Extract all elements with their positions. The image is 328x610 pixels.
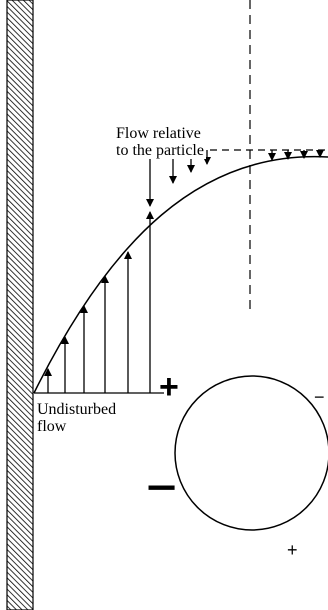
particle-circle	[174, 375, 328, 531]
wall	[6, 0, 34, 610]
undisturbed-line-2: flow	[37, 418, 67, 435]
flow-relative-line-2: to the particle	[116, 142, 204, 159]
plus-sign-bottom: +	[287, 540, 298, 560]
flow-relative-line-1: Flow relative	[116, 125, 201, 142]
undisturbed-flow-label: Undisturbed flow	[37, 401, 117, 435]
velocity-profile-curve	[33, 155, 328, 394]
plus-sign-left: +	[159, 368, 179, 406]
minus-sign-left: −	[146, 466, 177, 510]
minus-sign-right: −	[314, 387, 325, 407]
undisturbed-flow-arrows	[44, 211, 154, 393]
flow-relative-label: Flow relative to the particle	[114, 125, 206, 159]
relative-flow-arrows-up	[268, 150, 324, 161]
undisturbed-line-1: Undisturbed	[37, 401, 117, 418]
